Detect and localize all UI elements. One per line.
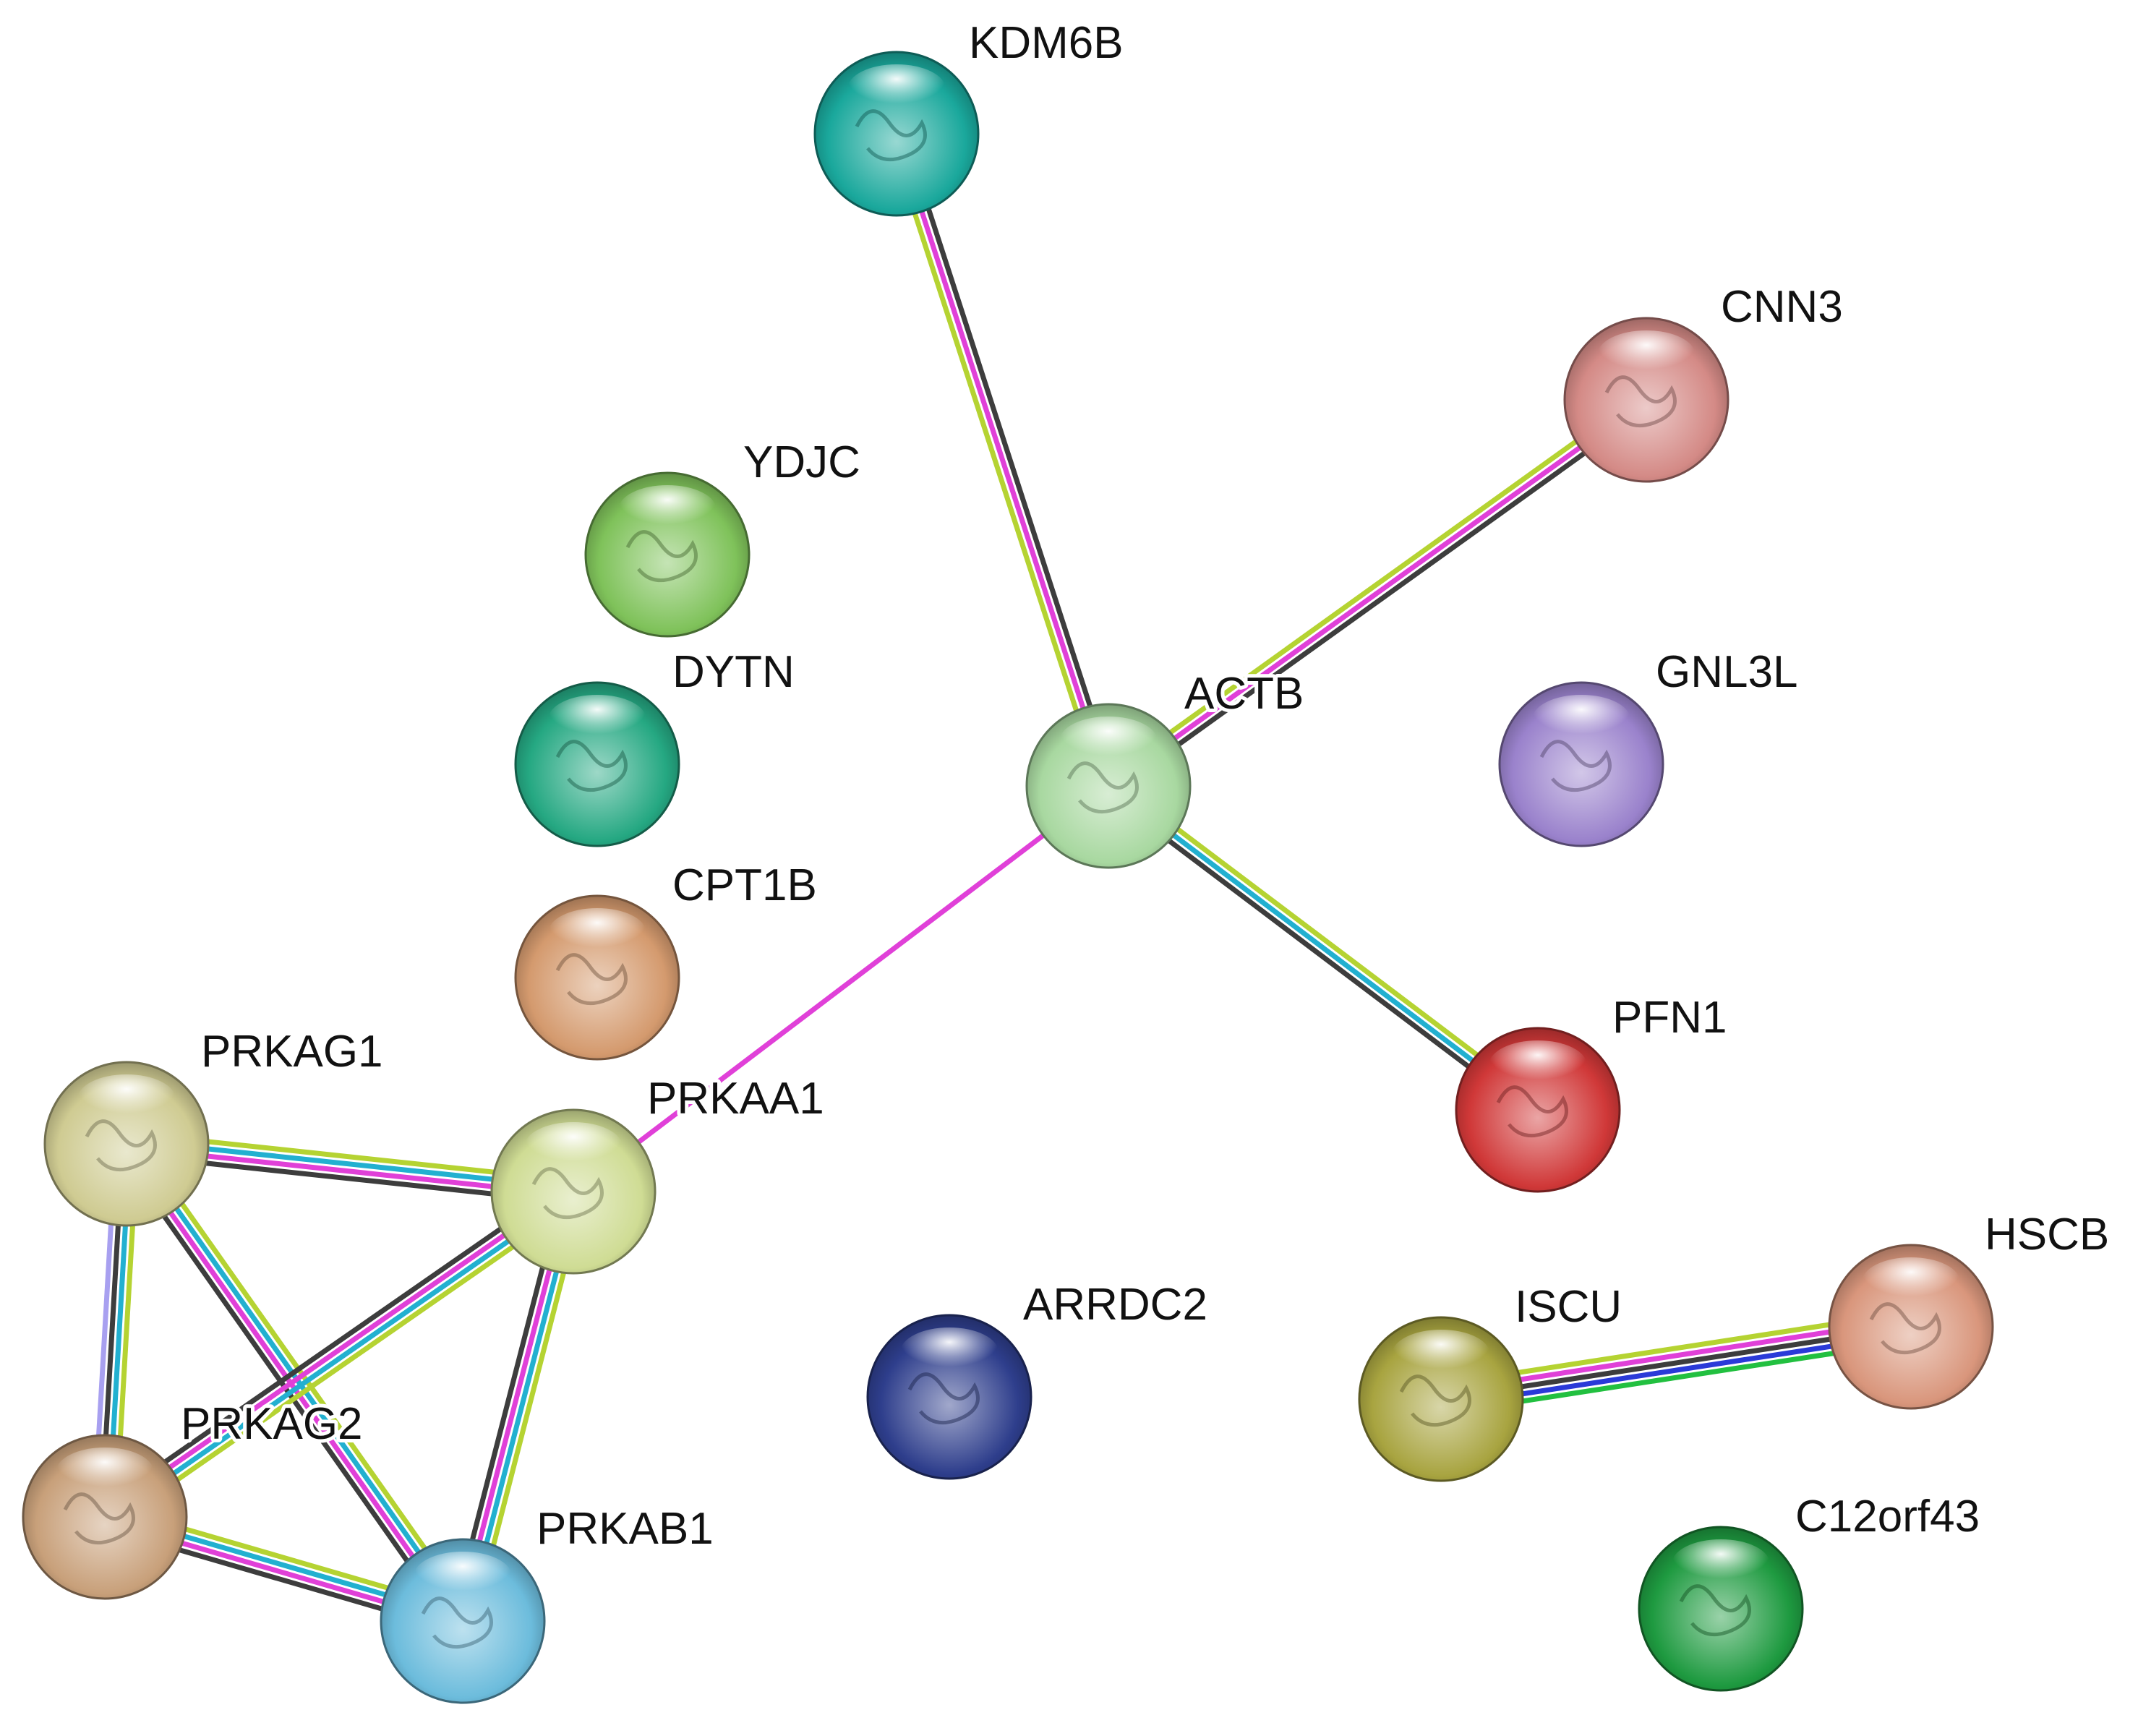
edge-evidence-line	[1111, 403, 1652, 794]
node-gloss	[1059, 716, 1158, 766]
node-gloss	[56, 1447, 154, 1497]
edge-prkaa1-prkag2	[97, 1180, 581, 1528]
edge-evidence-line	[109, 1198, 581, 1528]
edge-evidence-line	[1102, 790, 1536, 1118]
node-label-gnl3l: GNL3L	[1656, 647, 1797, 697]
node-iscu[interactable]	[1358, 1316, 1524, 1482]
edge-actb-pfn1	[1102, 778, 1544, 1118]
protein-structure-icon	[555, 740, 628, 792]
node-label-actb: ACTB	[1184, 669, 1304, 719]
node-gloss	[548, 907, 646, 957]
node-label-prkaa1: PRKAA1	[647, 1074, 824, 1124]
node-gloss	[1392, 1329, 1490, 1379]
node-gloss	[900, 1327, 999, 1377]
node-label-cpt1b: CPT1B	[672, 860, 817, 910]
edge-evidence-line	[1106, 398, 1649, 788]
node-kdm6b[interactable]	[813, 51, 980, 217]
node-label-prkag1: PRKAG1	[201, 1027, 383, 1077]
edge-actb-prkaa1	[571, 784, 1111, 1194]
node-gloss	[1489, 1040, 1587, 1090]
node-cnn3[interactable]	[1563, 317, 1729, 483]
protein-structure-icon	[1496, 1085, 1568, 1138]
edge-evidence-line	[101, 1186, 573, 1516]
edge-actb-kdm6b	[887, 130, 1118, 790]
edge-evidence-line	[887, 135, 1104, 790]
node-label-dytn: DYTN	[672, 647, 795, 697]
edge-evidence-line	[1106, 784, 1540, 1112]
protein-structure-icon	[63, 1492, 135, 1545]
protein-structure-icon	[1066, 761, 1139, 814]
protein-structure-icon	[1604, 375, 1677, 428]
node-actb[interactable]	[1025, 703, 1192, 869]
node-gloss	[1597, 330, 1696, 380]
node-gloss	[1862, 1257, 1960, 1307]
node-gloss	[1532, 694, 1630, 744]
node-gloss	[1672, 1539, 1770, 1589]
node-label-arrdc2: ARRDC2	[1023, 1280, 1207, 1330]
edge-evidence-line	[97, 1180, 569, 1510]
node-gloss	[414, 1551, 512, 1601]
protein-structure-icon	[531, 1167, 604, 1220]
protein-structure-icon	[1539, 740, 1612, 792]
node-label-cnn3: CNN3	[1721, 282, 1843, 332]
node-ydjc[interactable]	[584, 471, 751, 638]
node-prkag1[interactable]	[43, 1061, 210, 1227]
edge-actb-cnn3	[1103, 392, 1652, 794]
node-gloss	[548, 694, 646, 744]
protein-structure-icon	[1679, 1584, 1751, 1637]
protein-structure-icon	[555, 953, 628, 1006]
node-gnl3l[interactable]	[1498, 681, 1664, 847]
node-dytn[interactable]	[514, 681, 680, 847]
node-c12orf43[interactable]	[1638, 1526, 1804, 1692]
node-label-prkab1: PRKAB1	[536, 1504, 714, 1554]
node-prkag2[interactable]	[22, 1434, 188, 1600]
node-label-c12orf43: C12orf43	[1795, 1492, 1980, 1542]
node-gloss	[77, 1074, 176, 1124]
node-label-kdm6b: KDM6B	[969, 18, 1124, 68]
protein-structure-icon	[625, 530, 698, 583]
edge-evidence-line	[1111, 778, 1544, 1106]
nodes-layer	[22, 51, 1994, 1704]
node-prkaa1[interactable]	[490, 1108, 657, 1275]
protein-structure-icon	[421, 1596, 493, 1649]
node-prkab1[interactable]	[380, 1538, 546, 1704]
node-cpt1b[interactable]	[514, 894, 680, 1061]
edge-evidence-line	[1103, 392, 1644, 782]
node-label-prkag2: PRKAG2	[181, 1399, 363, 1449]
node-gloss	[524, 1121, 623, 1171]
node-label-pfn1: PFN1	[1612, 993, 1727, 1043]
protein-structure-icon	[85, 1119, 157, 1172]
node-gloss	[847, 64, 946, 114]
protein-structure-icon	[1869, 1302, 1941, 1355]
node-hscb[interactable]	[1828, 1244, 1994, 1410]
node-label-hscb: HSCB	[1985, 1210, 2109, 1260]
node-gloss	[618, 484, 717, 534]
node-arrdc2[interactable]	[866, 1314, 1032, 1480]
edge-evidence-line	[894, 132, 1111, 787]
node-label-iscu: ISCU	[1515, 1282, 1622, 1332]
edge-evidence-line	[105, 1192, 577, 1522]
node-pfn1[interactable]	[1455, 1027, 1621, 1193]
protein-structure-icon	[855, 109, 927, 162]
edge-evidence-line	[901, 130, 1118, 784]
edge-evidence-line	[571, 784, 1111, 1194]
protein-structure-icon	[1399, 1374, 1471, 1427]
node-label-ydjc: YDJC	[743, 437, 860, 487]
protein-structure-icon	[907, 1372, 980, 1425]
